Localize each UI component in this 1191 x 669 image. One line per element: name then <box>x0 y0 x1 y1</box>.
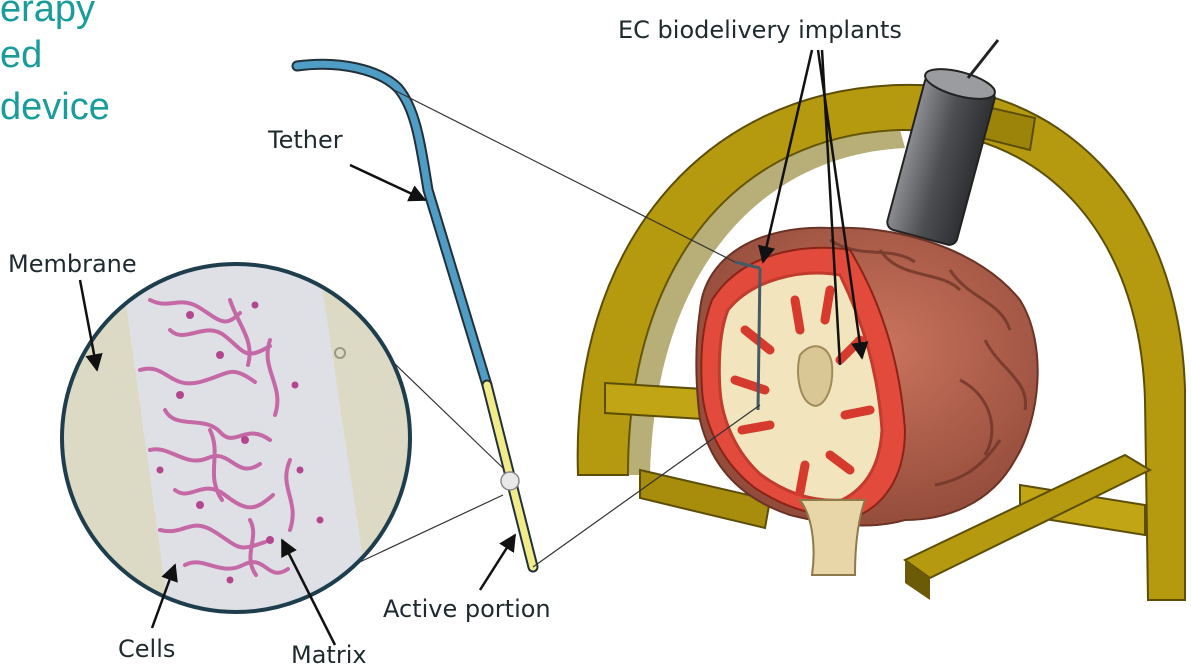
magnified-view <box>62 260 410 620</box>
device-detail-spot <box>501 472 519 490</box>
label-membrane: Membrane <box>8 250 137 278</box>
brain-implant-left-shaft <box>758 268 760 410</box>
label-tether: Tether <box>267 126 343 154</box>
label-matrix: Matrix <box>291 641 367 669</box>
label-active-portion: Active portion <box>383 595 551 623</box>
arrow-active-portion <box>480 535 515 590</box>
brain-stem <box>800 500 865 575</box>
brain-ventricles <box>798 346 832 406</box>
label-cells: Cells <box>118 635 175 663</box>
arrow-tether <box>350 165 425 200</box>
label-ec-biodelivery-implants: EC biodelivery implants <box>618 16 902 44</box>
